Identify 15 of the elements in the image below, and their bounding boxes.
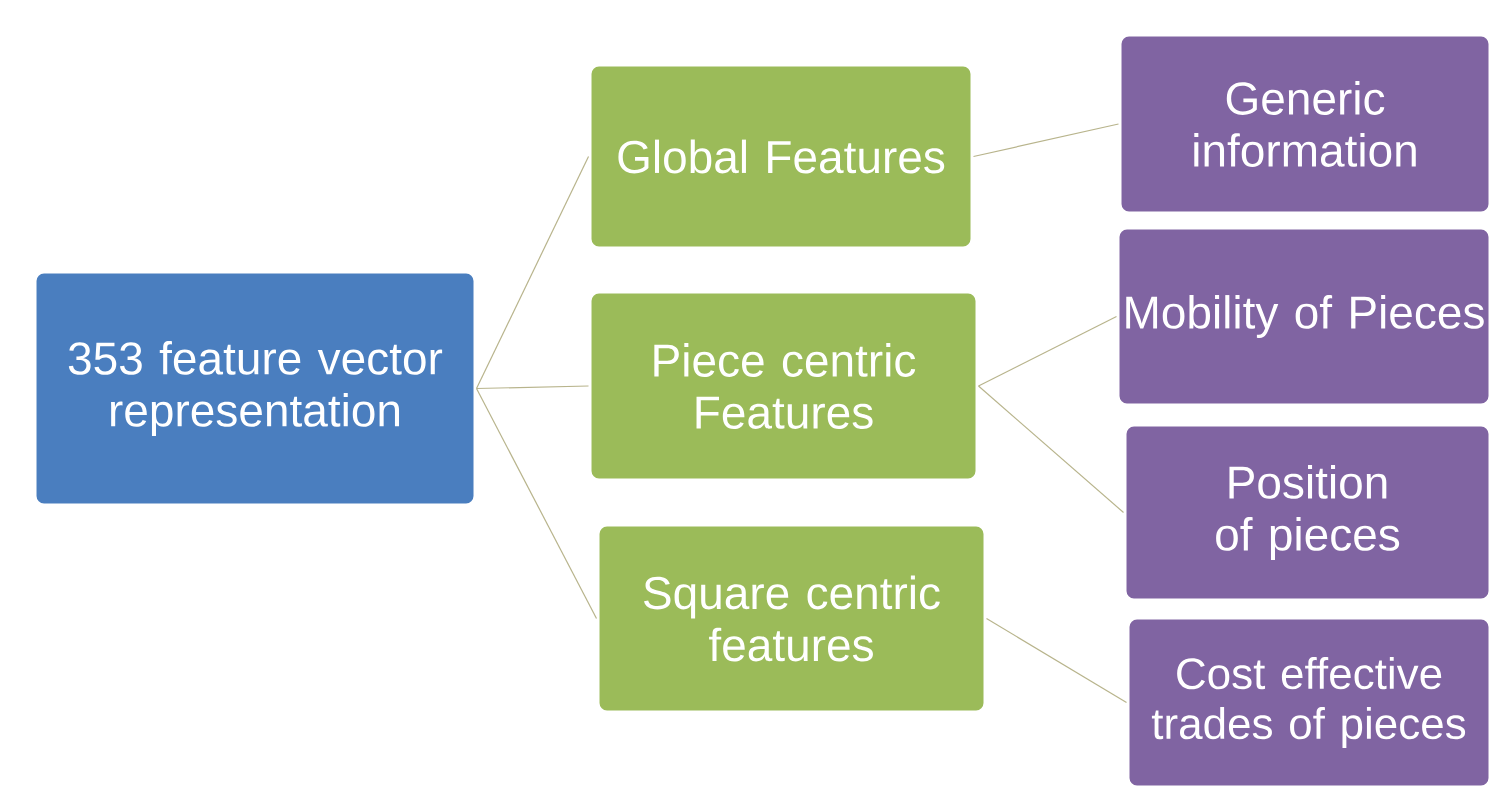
connector-line bbox=[475, 387, 598, 620]
subcategory-box: Position of pieces bbox=[1123, 423, 1492, 602]
category-box: Piece centric Features bbox=[588, 290, 979, 482]
category-box: Global Features bbox=[588, 63, 974, 250]
connector-line bbox=[977, 385, 1125, 514]
root-box: 353 feature vector representation bbox=[33, 270, 477, 507]
connector-line bbox=[977, 315, 1118, 387]
category-box: Square centric features bbox=[596, 523, 987, 714]
connector-line bbox=[985, 617, 1128, 704]
connector-line bbox=[475, 155, 590, 390]
subcategory-box: Generic information bbox=[1118, 33, 1492, 215]
connector-line bbox=[972, 123, 1120, 158]
subcategory-box: Cost effective trades of pieces bbox=[1126, 616, 1492, 789]
subcategory-box: Mobility of Pieces bbox=[1116, 226, 1492, 407]
connector-line bbox=[475, 385, 590, 390]
